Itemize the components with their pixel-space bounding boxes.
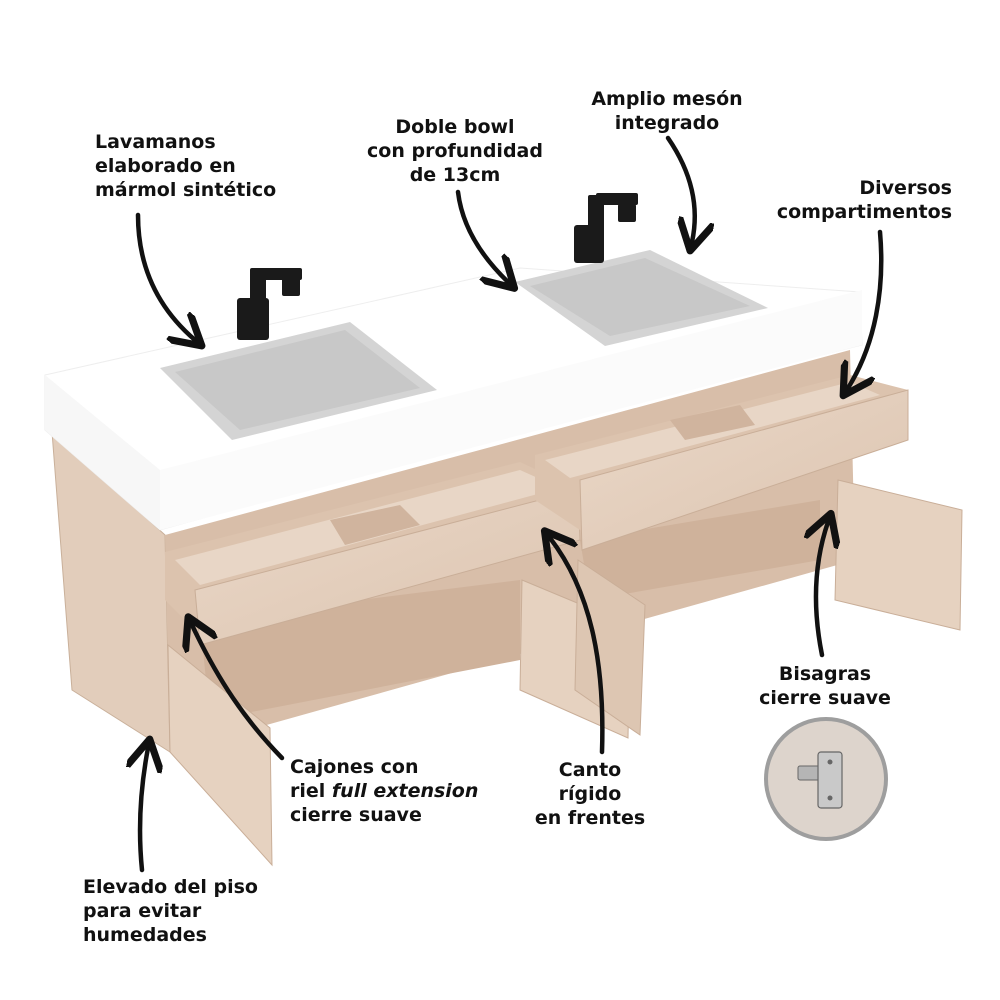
faucet-icon	[237, 268, 302, 340]
arrow-amplio-meson	[665, 135, 695, 242]
arrow-cajones	[192, 625, 285, 761]
door-right	[834, 479, 963, 631]
label-diversos: Diversos compartimentos	[776, 177, 952, 223]
faucet-icon	[574, 193, 638, 263]
label-canto: Canto rígido en frentes	[534, 759, 646, 829]
arrow-canto	[550, 538, 605, 755]
door-center-right	[574, 559, 646, 736]
label-amplio-meson: Amplio mesón integrado	[591, 88, 743, 134]
arrow-bisagras	[816, 522, 828, 658]
arrow-doble-bowl	[455, 189, 508, 282]
hinge-icon	[797, 751, 843, 809]
hinge-closeup	[764, 717, 888, 841]
cabinet-doors	[167, 479, 963, 867]
drawer-left	[165, 462, 581, 646]
arrow-lavamanos	[135, 212, 195, 340]
arrow-elevado	[140, 748, 148, 873]
callout-arrows	[135, 135, 884, 873]
drawer-right	[535, 375, 909, 551]
label-cajones: Cajones con riel full extension cierre s…	[290, 756, 479, 826]
drawer-right-front	[579, 389, 909, 551]
label-bisagras: Bisagras cierre suave	[759, 663, 891, 709]
arrow-diversos	[848, 229, 884, 388]
label-doble-bowl: Doble bowl con profundidad de 13cm	[367, 116, 543, 186]
label-lavamanos: Lavamanos elaborado en mármol sintético	[95, 131, 277, 201]
label-elevado: Elevado del piso para evitar humedades	[83, 876, 258, 946]
